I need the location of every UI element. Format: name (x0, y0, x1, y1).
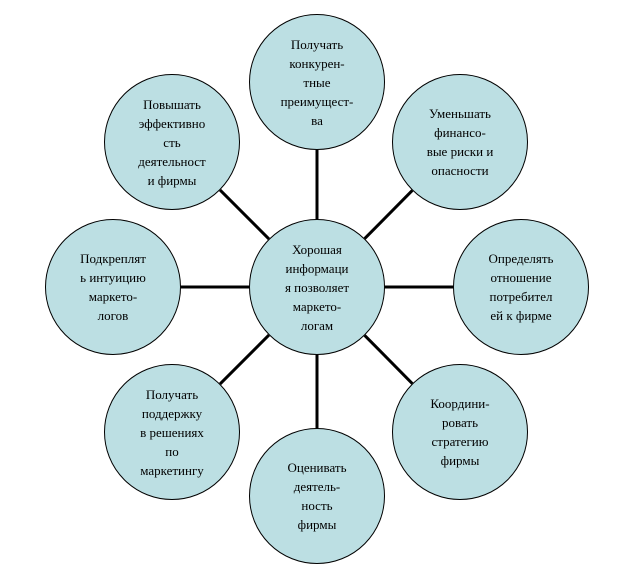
connector-top-left (219, 189, 270, 240)
node-left: Подкреплят ь интуицию маркето- логов (45, 219, 181, 355)
node-right-text: Определять отношение потребител ей к фир… (488, 251, 554, 323)
node-top-left: Повышать эффективно сть деятельност и фи… (104, 74, 240, 210)
node-right: Определять отношение потребител ей к фир… (453, 219, 589, 355)
node-top-text: Получать конкурен- тные преимущест- ва (280, 36, 354, 128)
node-left-text: Подкреплят ь интуицию маркето- логов (80, 251, 146, 323)
connector-top-right (363, 189, 414, 240)
center-node: Хорошая информаци я позволяет маркето- л… (249, 219, 385, 355)
node-bottom-left-text: Получать поддержку в решениях по маркети… (140, 386, 204, 478)
node-bottom: Оценивать деятель- ность фирмы (249, 428, 385, 564)
node-bottom-text: Оценивать деятель- ность фирмы (287, 460, 347, 532)
node-top-right: Уменьшать финансо- вые риски и опасности (392, 74, 528, 210)
node-top-right-text: Уменьшать финансо- вые риски и опасности (426, 106, 494, 178)
node-bottom-left: Получать поддержку в решениях по маркети… (104, 364, 240, 500)
node-bottom-right: Координи- ровать стратегию фирмы (392, 364, 528, 500)
node-bottom-right-text: Координи- ровать стратегию фирмы (430, 396, 490, 468)
center-node-text: Хорошая информаци я позволяет маркето- л… (284, 241, 350, 333)
node-top-left-text: Повышать эффективно сть деятельност и фи… (138, 96, 206, 188)
connector-bottom-left (219, 334, 270, 385)
connector-bottom-right (363, 334, 414, 385)
node-top: Получать конкурен- тные преимущест- ва (249, 14, 385, 150)
